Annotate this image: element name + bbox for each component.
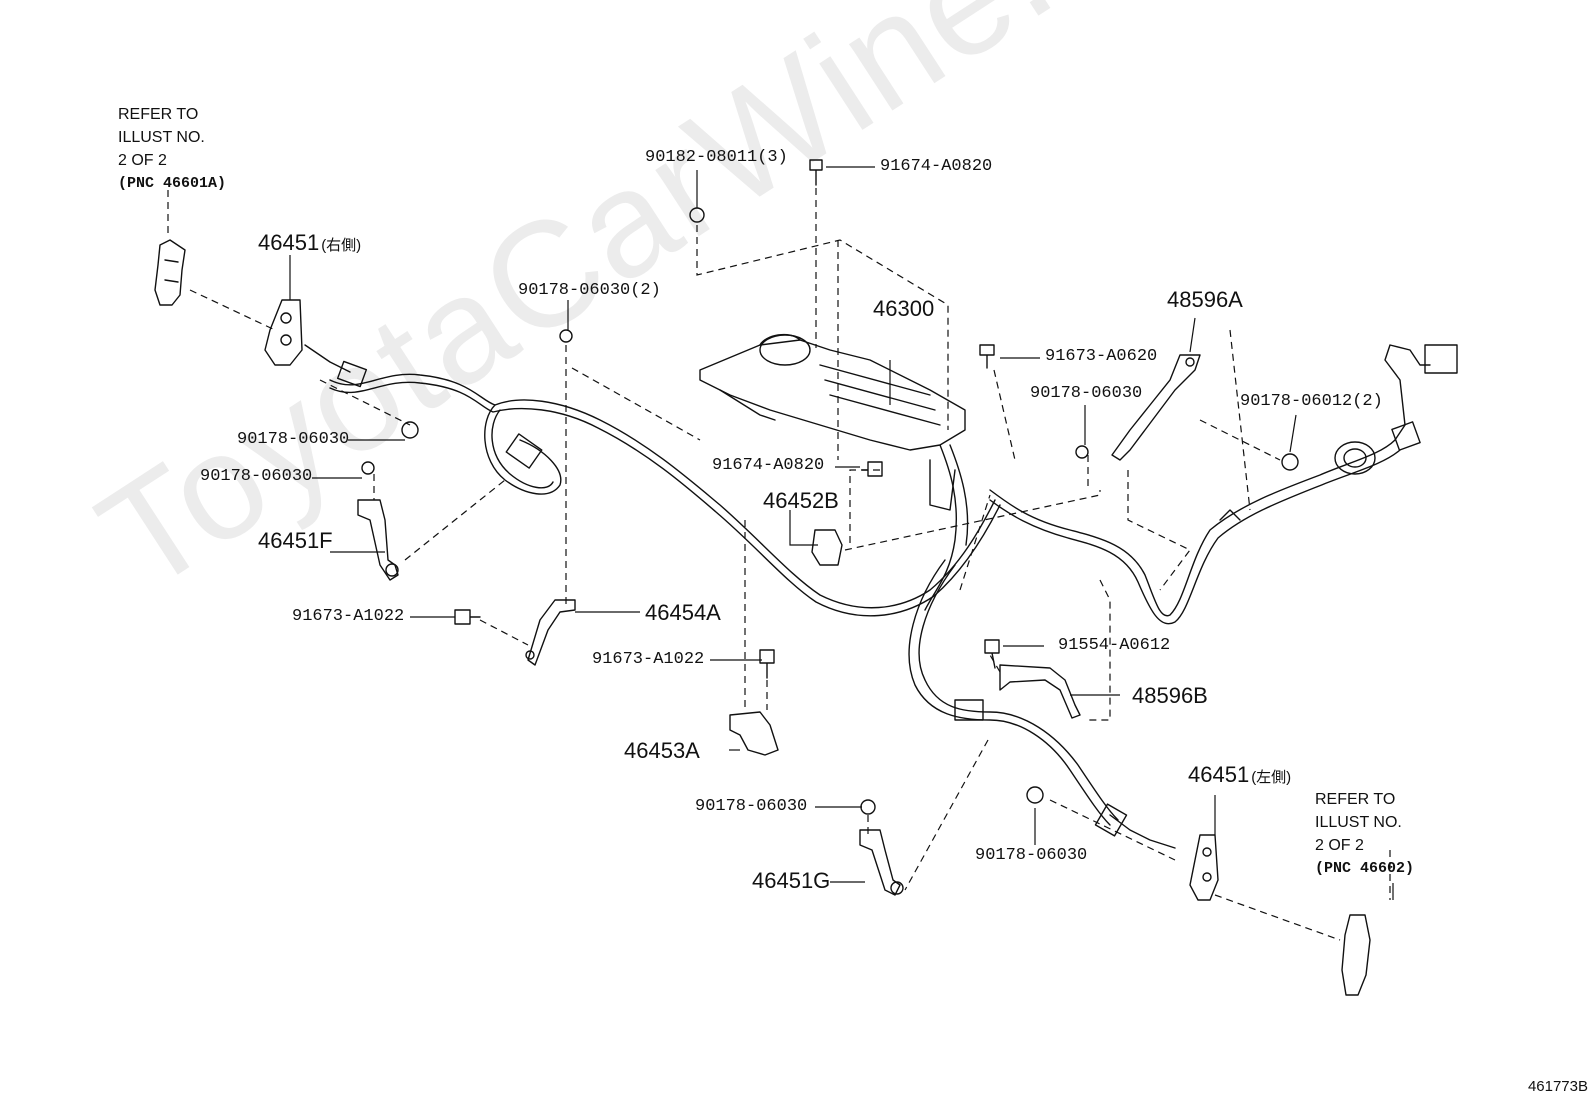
part-46453A[interactable]: 46453A (624, 738, 700, 763)
note-line: REFER TO (1315, 791, 1396, 808)
part-46300[interactable]: 46300 (873, 296, 935, 321)
part-46451-left[interactable]: 46451(左側) (1188, 762, 1291, 788)
part-90178-06030-e[interactable]: 90178-06030 (975, 846, 1088, 865)
figure-number: 461773B (1527, 1078, 1588, 1095)
part-90178-06030-a[interactable]: 90178-06030 (237, 430, 350, 449)
part-91673-A0620[interactable]: 91673-A0620 (1045, 347, 1158, 366)
part-number: 46451 (258, 230, 320, 255)
part-48596B[interactable]: 48596B (1132, 683, 1208, 708)
side-suffix: (右側) (321, 237, 362, 254)
note-line: (PNC 46602) (1315, 860, 1415, 877)
part-90178-06030-d[interactable]: 90178-06030 (1030, 384, 1143, 403)
cable-left (908, 559, 1111, 826)
part-90178-06030-c[interactable]: 90178-06030 (695, 797, 808, 816)
nut-icon (401, 421, 419, 439)
reference-note-right: REFER TO ILLUST NO. 2 OF 2 (PNC 46601A) (118, 103, 226, 195)
part-90182-08011[interactable]: 90182-08011(3) (645, 148, 788, 167)
part-46454A[interactable]: 46454A (645, 600, 721, 625)
part-46451-right[interactable]: 46451(右側) (258, 230, 361, 256)
parking-brake-actuator-46300 (699, 333, 966, 511)
part-90178-06030-2[interactable]: 90178-06030(2) (518, 281, 661, 300)
note-line: 2 OF 2 (1315, 837, 1364, 854)
part-91674-A0820-top[interactable]: 91674-A0820 (880, 157, 993, 176)
part-number: 46451 (1188, 762, 1250, 787)
part-48596A[interactable]: 48596A (1167, 287, 1243, 312)
part-90178-06012[interactable]: 90178-06012(2) (1240, 392, 1383, 411)
part-46451F[interactable]: 46451F (258, 528, 333, 553)
part-91554-A0612[interactable]: 91554-A0612 (1058, 636, 1171, 655)
reference-note-left: REFER TO ILLUST NO. 2 OF 2 (PNC 46602) (1315, 788, 1414, 880)
side-suffix: (左側) (1251, 769, 1292, 786)
cable-right (329, 373, 996, 609)
note-line: 2 OF 2 (118, 152, 167, 169)
part-90178-06030-b[interactable]: 90178-06030 (200, 467, 313, 486)
note-line: REFER TO (118, 106, 199, 123)
part-91673-A1022-b[interactable]: 91673-A1022 (592, 650, 705, 669)
note-line: ILLUST NO. (1315, 814, 1402, 831)
part-91674-A0820-mid[interactable]: 91674-A0820 (712, 456, 825, 475)
part-46451G[interactable]: 46451G (752, 868, 831, 893)
part-91673-A1022-a[interactable]: 91673-A1022 (292, 607, 405, 626)
note-line: ILLUST NO. (118, 129, 205, 146)
note-line: (PNC 46601A) (118, 175, 227, 192)
part-46452B[interactable]: 46452B (763, 488, 839, 513)
